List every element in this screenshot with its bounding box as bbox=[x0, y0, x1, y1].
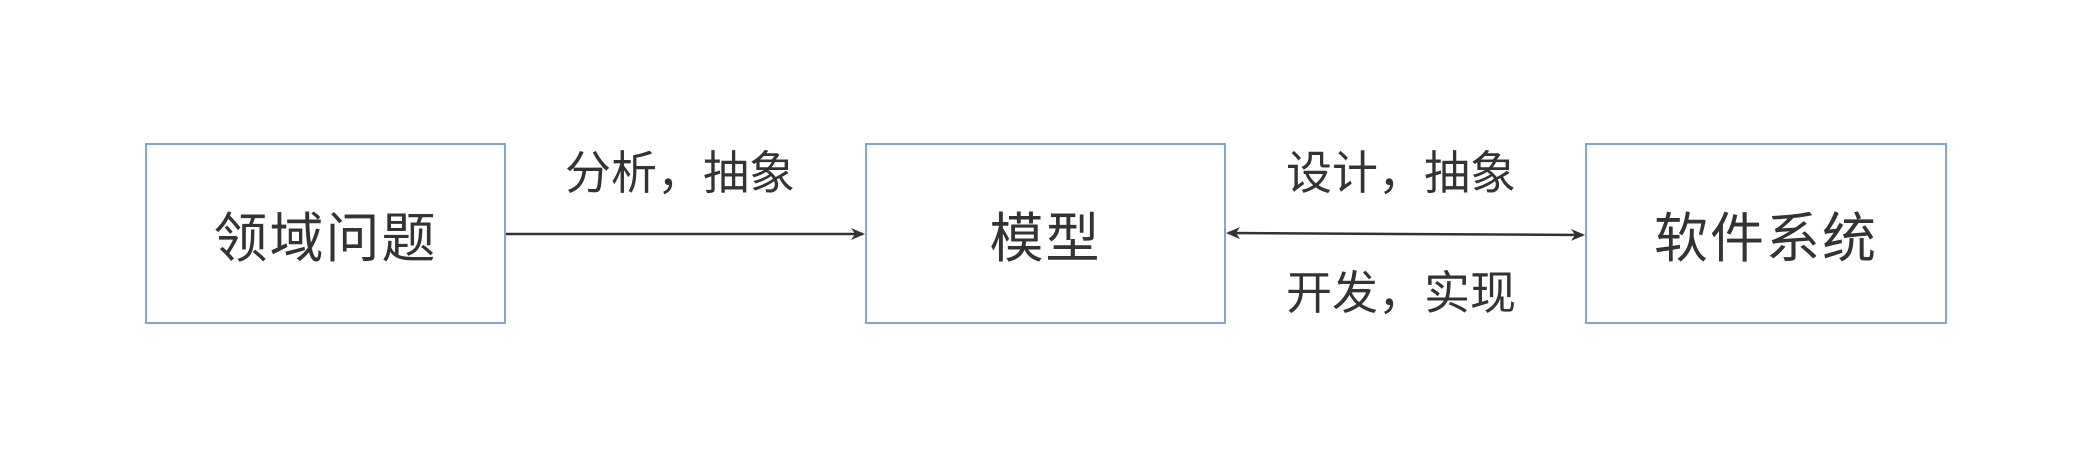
edge-label-design-abstract: 设计，抽象 bbox=[1286, 146, 1516, 200]
edge-model-software-bidirectional bbox=[1226, 227, 1585, 241]
node-software-system-label: 软件系统 bbox=[1654, 207, 1878, 270]
edge-label-develop-implement: 开发，实现 bbox=[1286, 266, 1516, 320]
node-domain-problem-label: 领域问题 bbox=[213, 207, 438, 270]
node-model: 模型 bbox=[865, 143, 1226, 324]
node-model-label: 模型 bbox=[989, 207, 1102, 270]
node-software-system: 软件系统 bbox=[1585, 143, 1947, 324]
edge-label-analyze-abstract: 分析，抽象 bbox=[565, 146, 795, 200]
node-domain-problem: 领域问题 bbox=[145, 143, 506, 324]
